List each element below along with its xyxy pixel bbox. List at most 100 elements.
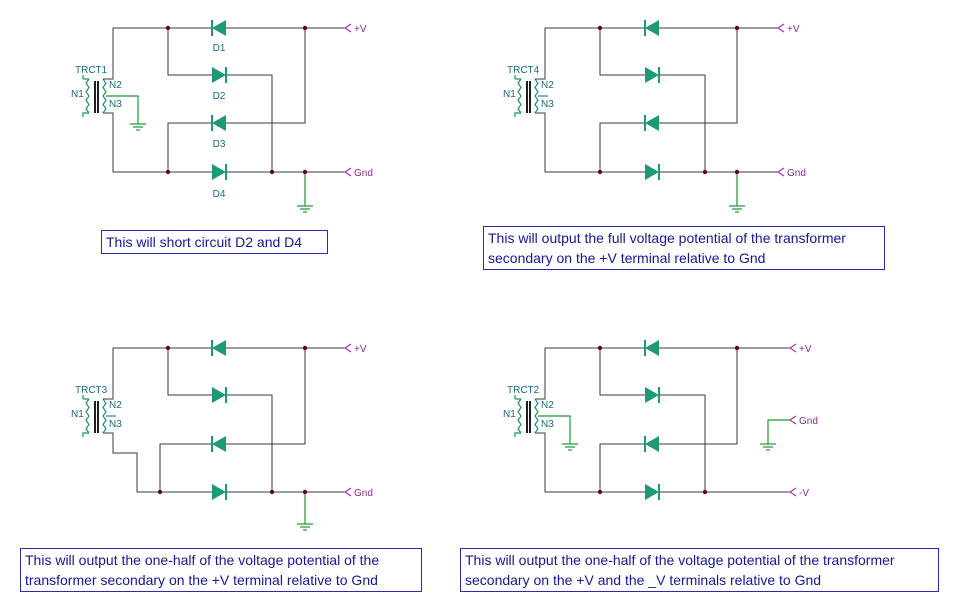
secondary-winding	[102, 398, 107, 434]
wire	[167, 348, 273, 492]
note-circuit-3: This will output the one-half of the vol…	[20, 548, 422, 592]
junction-dot	[165, 169, 171, 175]
wire	[103, 432, 305, 493]
winding-label-n2: N2	[109, 400, 122, 411]
secondary-winding	[102, 78, 107, 114]
junction-dot	[302, 489, 308, 495]
gnd-terminal-lead	[767, 419, 790, 444]
terminal-gnd-arrow	[776, 167, 785, 177]
junction-dot	[269, 489, 275, 495]
junction-dot	[597, 169, 603, 175]
note-circuit-4: This will output the one-half of the vol…	[460, 548, 939, 592]
diode-symbol	[645, 164, 659, 180]
transformer-label: TRCT4	[507, 65, 540, 76]
diode-symbol	[212, 484, 226, 500]
note-circuit-2: This will output the full voltage potent…	[483, 226, 885, 270]
primary-lead	[514, 112, 521, 117]
primary-winding	[85, 78, 90, 114]
junction-dot	[734, 25, 740, 31]
transformer-label: TRCT1	[75, 65, 108, 76]
diode-symbol	[645, 67, 659, 83]
terminal-minus-v: -V	[799, 488, 809, 499]
center-tap	[538, 415, 571, 444]
transformer-label: TRCT3	[75, 385, 108, 396]
terminal-gnd-arrow	[343, 487, 352, 497]
winding-label-n1: N1	[71, 409, 84, 420]
wire	[535, 112, 737, 173]
diode-symbol	[212, 67, 226, 83]
terminal-plus-v-arrow	[343, 343, 352, 353]
winding-label-n3: N3	[109, 419, 122, 430]
wire	[535, 347, 737, 400]
terminal-gnd: Gnd	[787, 168, 806, 179]
note-circuit-1: This will short circuit D2 and D4	[101, 230, 328, 254]
primary-winding	[85, 398, 90, 434]
junction-dot	[269, 169, 275, 175]
terminal-plus-v-arrow	[343, 23, 352, 33]
terminal-gnd: Gnd	[354, 488, 373, 499]
winding-label-n2: N2	[541, 80, 554, 91]
junction-dot	[702, 169, 708, 175]
junction-dot	[702, 489, 708, 495]
diode-symbol	[212, 387, 226, 403]
diode-symbol	[645, 387, 659, 403]
wire	[599, 348, 738, 492]
diode-label-d2: D2	[213, 91, 226, 102]
diode-symbol	[212, 115, 226, 131]
wire	[103, 112, 305, 173]
diode-symbol	[645, 115, 659, 131]
terminal-gnd: Gnd	[799, 416, 818, 427]
terminal-plus-v-arrow	[776, 23, 785, 33]
primary-winding	[517, 78, 522, 114]
diode-symbol	[645, 436, 659, 452]
terminal-gnd: Gnd	[354, 168, 373, 179]
primary-lead	[82, 112, 89, 117]
center-tap	[106, 95, 139, 124]
winding-label-n1: N1	[503, 89, 516, 100]
winding-label-n3: N3	[541, 99, 554, 110]
terminal-plus-v: +V	[354, 24, 367, 35]
winding-label-n2: N2	[541, 400, 554, 411]
terminal-minus-v-arrow	[788, 487, 797, 497]
wire	[599, 28, 738, 172]
wire	[599, 348, 706, 492]
terminal-gnd-arrow	[343, 167, 352, 177]
winding-label-n1: N1	[503, 409, 516, 420]
wire	[103, 347, 305, 400]
diode-symbol	[212, 340, 226, 356]
primary-lead	[514, 432, 521, 437]
junction-dot	[165, 345, 171, 351]
diode-label-d3: D3	[213, 139, 226, 150]
diode-symbol	[212, 436, 226, 452]
wire	[103, 27, 305, 80]
junction-dot	[157, 489, 163, 495]
wire	[599, 28, 706, 172]
winding-label-n2: N2	[109, 80, 122, 91]
junction-dot	[734, 345, 740, 351]
diode-symbol	[645, 340, 659, 356]
primary-lead	[82, 432, 89, 437]
terminal-plus-v: +V	[799, 344, 812, 355]
winding-label-n1: N1	[71, 89, 84, 100]
winding-label-n3: N3	[541, 419, 554, 430]
terminal-plus-v-arrow	[788, 343, 797, 353]
terminal-plus-v: +V	[787, 24, 800, 35]
junction-dot	[597, 345, 603, 351]
transformer-label: TRCT2	[507, 385, 540, 396]
wire	[535, 27, 737, 80]
diode-symbol	[645, 20, 659, 36]
junction-dot	[597, 25, 603, 31]
diode-label-d1: D1	[213, 43, 226, 54]
terminal-gnd-arrow	[788, 415, 797, 425]
junction-dot	[302, 169, 308, 175]
wire	[159, 348, 306, 492]
diode-symbol	[212, 20, 226, 36]
terminal-plus-v: +V	[354, 344, 367, 355]
diode-symbol	[645, 484, 659, 500]
junction-dot	[302, 345, 308, 351]
secondary-winding	[534, 398, 539, 434]
wire	[535, 432, 737, 493]
